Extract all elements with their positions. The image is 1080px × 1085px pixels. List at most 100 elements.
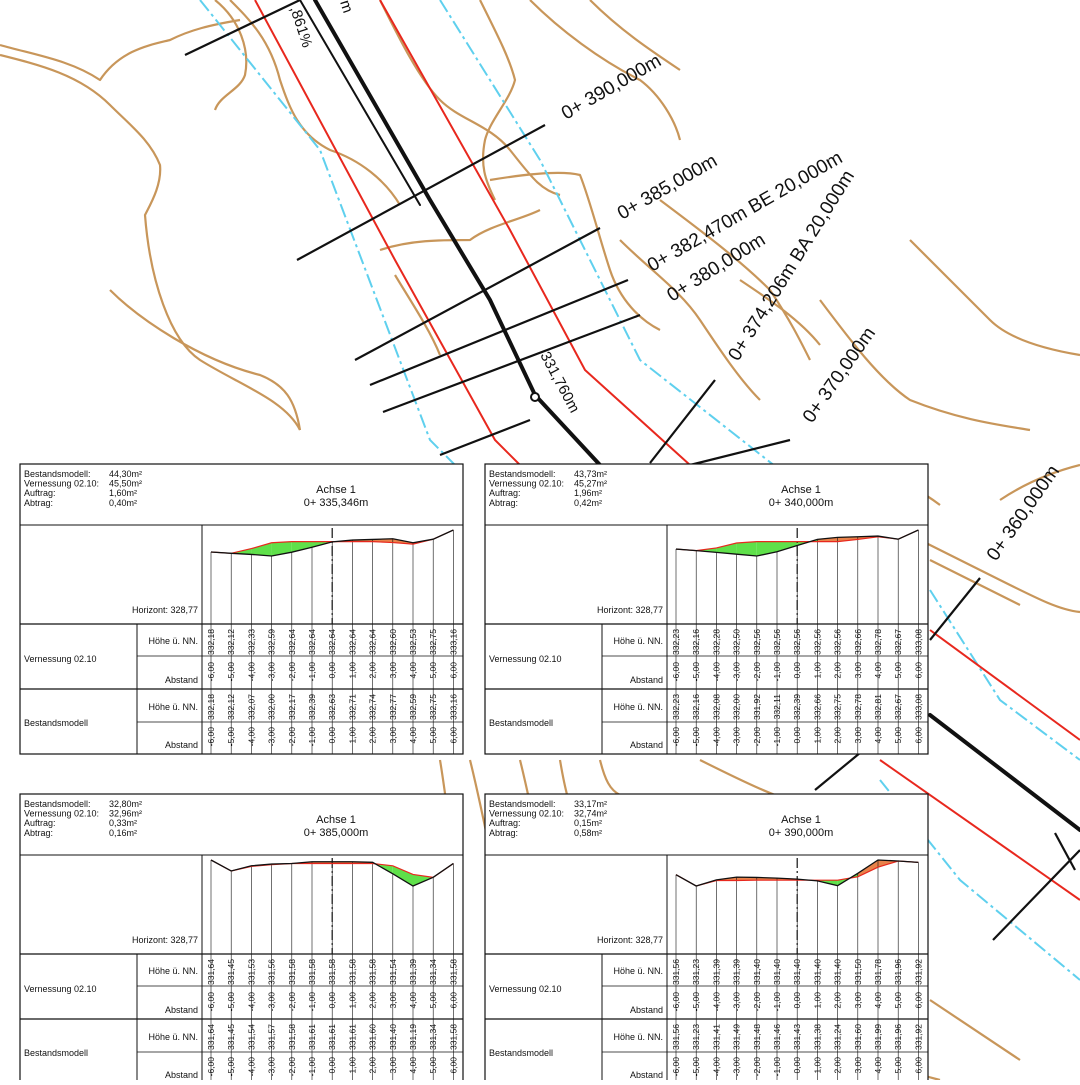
abstand-value: 6,00 [448, 1057, 458, 1074]
hoehe-value: 331,92 [913, 959, 923, 985]
hoehe-value: 331,24 [833, 1024, 843, 1050]
hoehe-value: 332,75 [428, 629, 438, 655]
hoehe-value: 332,64 [287, 629, 297, 655]
hoehe-value: 331,39 [711, 959, 721, 985]
horizont-label: Horizont: 328,77 [132, 935, 198, 945]
hoehe-value: 332,81 [873, 694, 883, 720]
abstand-value: 2,00 [833, 1057, 843, 1074]
station-value: 0+ 340,000m [769, 497, 834, 509]
road-axis [299, 0, 1080, 832]
hoehe-value: 331,60 [853, 1024, 863, 1050]
hoehe-value: 331,57 [267, 1024, 277, 1050]
hoehe-value: 331,99 [873, 1024, 883, 1050]
abstand-value: -5,00 [691, 662, 701, 682]
row-label-bestand: Bestandsmodell [24, 1048, 88, 1058]
hoehe-value: 331,56 [267, 959, 277, 985]
abstand-value: 0,00 [792, 1057, 802, 1074]
row-label-bestand: Bestandsmodell [489, 718, 553, 728]
stat-value: 0,16m² [109, 828, 137, 838]
station-line [1054, 832, 1076, 871]
hoehe-label: Höhe ü. NN. [148, 636, 198, 646]
abstand-value: -5,00 [691, 727, 701, 747]
hoehe-value: 332,63 [327, 694, 337, 720]
hoehe-value: 332,23 [671, 694, 681, 720]
contour-line [109, 289, 302, 431]
stat-label: Bestandsmodell: [489, 469, 556, 479]
contour-line [598, 759, 621, 796]
abstand-value: 6,00 [448, 662, 458, 679]
row-label-vermessung: Vernessung 02.10 [489, 984, 562, 994]
hoehe-value: 332,16 [691, 629, 701, 655]
station-label: 0+ 360,000m [983, 462, 1064, 565]
contour-line [619, 239, 761, 401]
abstand-value: -5,00 [691, 1057, 701, 1077]
hoehe-value: 332,67 [893, 694, 903, 720]
hoehe-value: 332,64 [307, 629, 317, 655]
abstand-value: 4,00 [873, 662, 883, 679]
hoehe-value: 331,34 [428, 959, 438, 985]
abstand-value: 3,00 [388, 1057, 398, 1074]
hoehe-value: 331,56 [671, 959, 681, 985]
hoehe-label: Höhe ü. NN. [613, 702, 663, 712]
abstand-value: 5,00 [893, 662, 903, 679]
station-line [296, 124, 546, 261]
abstand-value: -1,00 [772, 992, 782, 1012]
abstand-value: 4,00 [408, 1057, 418, 1074]
stat-label: Auftrag: [24, 818, 56, 828]
stat-label: Abtrag: [24, 828, 53, 838]
abstand-value: -1,00 [307, 992, 317, 1012]
hoehe-value: 331,78 [873, 959, 883, 985]
abstand-value: 0,00 [792, 727, 802, 744]
hoehe-value: 331,39 [408, 959, 418, 985]
abstand-value: -3,00 [732, 992, 742, 1012]
abstand-value: -4,00 [246, 727, 256, 747]
hoehe-value: 331,58 [327, 959, 337, 985]
stat-value: 32,80m² [109, 799, 142, 809]
abstand-value: 5,00 [893, 1057, 903, 1074]
abstand-value: 4,00 [408, 727, 418, 744]
hoehe-value: 331,39 [732, 959, 742, 985]
hoehe-value: 332,59 [267, 629, 277, 655]
hoehe-value: 331,54 [388, 959, 398, 985]
abstand-value: 1,00 [347, 662, 357, 679]
contour-line [213, 0, 248, 111]
abstand-value: -1,00 [772, 662, 782, 682]
axis-line-lower [928, 713, 1080, 832]
hoehe-value: 331,23 [691, 1024, 701, 1050]
abstand-value: 3,00 [853, 727, 863, 744]
abstand-value: -6,00 [671, 727, 681, 747]
hoehe-label: Höhe ü. NN. [613, 636, 663, 646]
grade-label: ,861% [286, 4, 315, 50]
hoehe-label: Höhe ü. NN. [613, 966, 663, 976]
abstand-value: 4,00 [408, 662, 418, 679]
station-line [184, 0, 301, 56]
hoehe-value: 332,00 [267, 694, 277, 720]
station-line [439, 418, 531, 457]
abstand-value: 5,00 [893, 992, 903, 1009]
abstand-value: -6,00 [206, 1057, 216, 1077]
hoehe-value: 331,38 [812, 1024, 822, 1050]
hoehe-value: 332,59 [408, 694, 418, 720]
abstand-value: -2,00 [752, 992, 762, 1012]
radius-point [530, 392, 540, 402]
abstand-value: -5,00 [226, 1057, 236, 1077]
contour-line [529, 0, 682, 141]
abstand-value: 1,00 [812, 992, 822, 1009]
abstand-value: 0,00 [327, 727, 337, 744]
station-label: 0+ 385,000m [614, 150, 721, 224]
hoehe-value: 332,50 [732, 629, 742, 655]
axis-line-main [313, 0, 602, 467]
hoehe-value: 332,17 [287, 694, 297, 720]
hoehe-value: 332,60 [388, 629, 398, 655]
abstand-value: -3,00 [267, 727, 277, 747]
fill-cut-area [837, 536, 858, 542]
hoehe-value: 332,08 [711, 694, 721, 720]
profile-vermessung [675, 860, 919, 887]
hoehe-value: 332,66 [812, 694, 822, 720]
abstand-label: Abstand [630, 740, 663, 750]
contour-line [394, 274, 442, 356]
station-value: 0+ 390,000m [769, 827, 834, 839]
hoehe-value: 331,40 [388, 1024, 398, 1050]
